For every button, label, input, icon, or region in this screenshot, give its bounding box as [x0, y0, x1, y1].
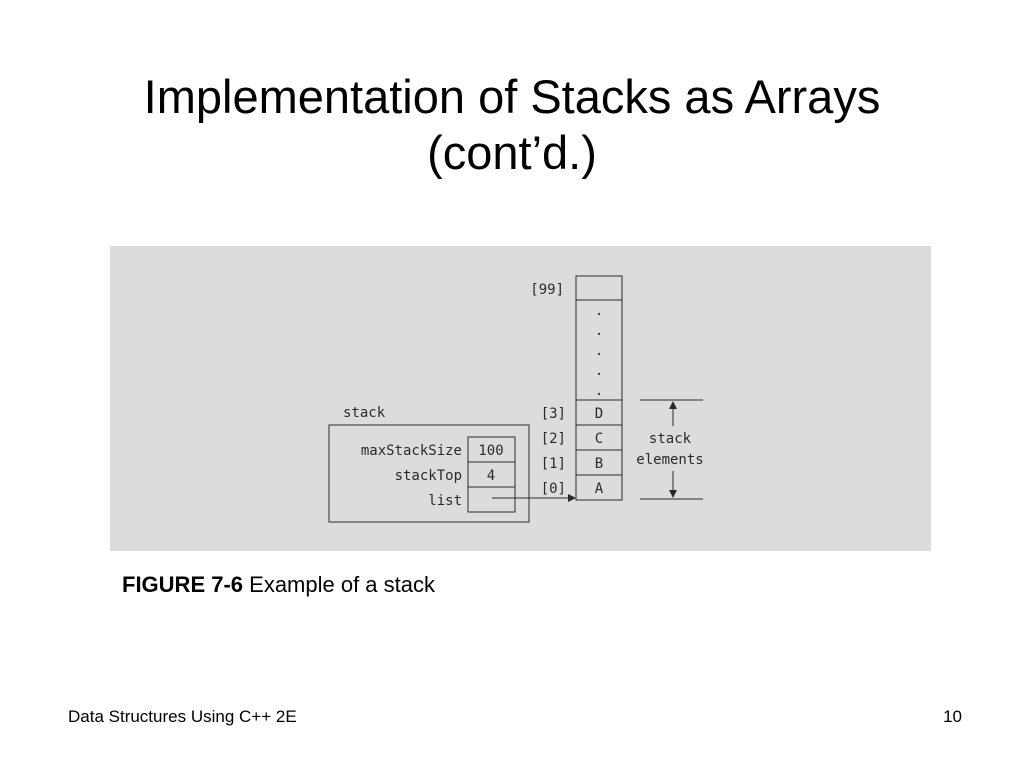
array-index-top: [99]: [530, 282, 564, 298]
array-value-3: D: [595, 406, 603, 422]
array-index-0: [0]: [541, 481, 566, 497]
array-gap-dot: .: [595, 323, 603, 339]
array-index-2: [2]: [541, 431, 566, 447]
field-label-max-stack-size: maxStackSize: [361, 443, 462, 459]
array-gap-dot: .: [595, 303, 603, 319]
field-label-stack-top: stackTop: [395, 468, 462, 484]
array-index-3: [3]: [541, 406, 566, 422]
stack-struct-box: [328, 424, 530, 523]
figure-number: FIGURE 7-6: [122, 572, 244, 597]
stack-figure: stack maxStackSize 100 stackTop 4 list […: [110, 246, 931, 551]
stack-diagram: stack maxStackSize 100 stackTop 4 list […: [328, 275, 704, 523]
field-label-list: list: [428, 493, 462, 509]
array-gap-dot: .: [595, 363, 603, 379]
figure-caption-text: Example of a stack: [243, 572, 436, 597]
stack-variable-label: stack: [343, 405, 386, 421]
slide-title-line-2: (cont’d.): [427, 126, 597, 180]
field-box-list: [467, 486, 516, 513]
brace-label-line-1: stack: [649, 431, 692, 447]
footer-course-title: Data Structures Using C++ 2E: [68, 707, 297, 726]
array-index-1: [1]: [541, 456, 566, 472]
brace-label-line-2: elements: [636, 452, 703, 468]
field-value-stack-top: 4: [487, 468, 495, 484]
array-value-2: C: [595, 431, 603, 447]
array-gap-dot: .: [595, 343, 603, 359]
field-value-max-stack-size: 100: [478, 443, 503, 459]
array-value-0: A: [595, 481, 604, 497]
array-outline: [575, 275, 623, 501]
slide-title: Implementation of Stacks as Arrays (cont…: [0, 69, 1024, 181]
slide-title-line-1: Implementation of Stacks as Arrays: [143, 70, 881, 124]
page-number: 10: [943, 707, 962, 726]
figure-caption: FIGURE 7-6 Example of a stack: [122, 571, 435, 599]
array-value-1: B: [595, 456, 603, 472]
array-gap-dot: .: [595, 383, 603, 399]
